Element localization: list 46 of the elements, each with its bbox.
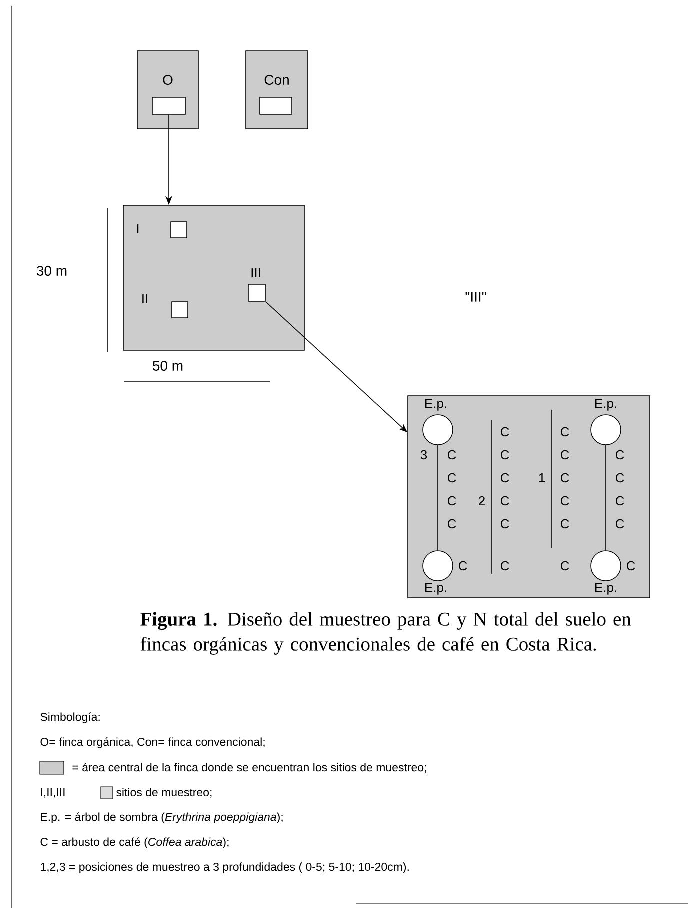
shrub-letter: C [560, 496, 570, 506]
legend-text: I,II,III [41, 788, 65, 798]
shrub-letter: C [560, 427, 570, 437]
shrub-letter: C [448, 519, 456, 529]
shrub-letter: C [448, 450, 456, 460]
legend-heading: Simbología: [40, 712, 100, 724]
farm-area [123, 205, 305, 351]
plot-heading: "III" [466, 292, 486, 302]
position-number: 3 [420, 450, 428, 460]
legend-text: = área central de la finca donde se encuentran los sitios de muestreo; [72, 763, 426, 773]
dimension-label: 50 m [153, 361, 183, 371]
shrub-letter: C [616, 450, 624, 460]
shrub-letter: C [616, 473, 624, 483]
tree-label: E.p. [426, 583, 446, 595]
shrub-letter: C [500, 473, 510, 483]
position-number: 2 [479, 496, 485, 506]
shrub-letter: C [500, 450, 510, 460]
central-area-box [260, 97, 292, 115]
tree-label: E.p. [426, 399, 446, 411]
central-area-box [152, 97, 186, 115]
position-number: 1 [539, 474, 545, 482]
shrub-letter: C [560, 450, 570, 460]
tree-label: E.p. [596, 583, 616, 595]
shrub-letter: C [616, 519, 624, 529]
tree-label: E.p. [596, 399, 616, 411]
shrub-letter: C [616, 496, 624, 506]
legend-text: sitios de muestreo; [116, 788, 212, 798]
site-numeral: I [137, 224, 139, 234]
shrub-letter: C [448, 496, 456, 506]
shrub-letter: C [500, 561, 510, 571]
shrub-letter: C [500, 519, 510, 529]
legend-text: O= finca orgánica, Con= finca convencional; [40, 738, 265, 748]
shrub-letter: C [500, 427, 510, 437]
shrub-letter: C [560, 473, 570, 483]
figure-caption: Figura 1. Diseño del muestreo para C y N total del suelo en fincas orgánicas y convencionales de café en Costa Rica. [140, 612, 632, 655]
site-numeral: III [252, 268, 260, 278]
sampling-plot [408, 396, 650, 598]
shrub-letter: C [560, 561, 570, 571]
shrub-letter: C [448, 473, 456, 483]
legend-text: E.p. = árbol de sombra (Erythrina poeppigiana); [41, 812, 283, 824]
legend-text: C = arbusto de café (Coffea arabica); [40, 838, 229, 848]
shrub-letter: C [500, 496, 510, 506]
legend-text: 1,2,3 = posiciones de muestreo a 3 profundidades ( 0-5; 5-10; 10-20cm). [41, 862, 409, 874]
shrub-letter: C [560, 519, 570, 529]
site-numeral: II [142, 294, 148, 304]
dimension-label: 30 m [36, 266, 67, 276]
